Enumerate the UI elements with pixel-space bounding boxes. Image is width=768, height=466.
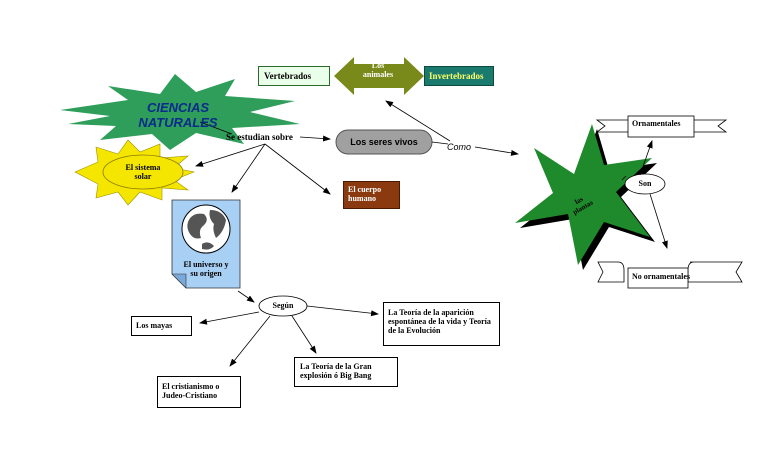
no-ornamentales-ribbon — [597, 261, 743, 289]
sistema-solar-label: El sistema solar — [125, 163, 161, 181]
ornamentales-ribbon — [595, 115, 728, 138]
no-ornamentales-label: No ornamentales — [632, 272, 690, 281]
vertebrados-box: Vertebrados — [258, 66, 330, 86]
title-starburst — [60, 74, 300, 150]
cuerpo-humano-box: El cuerpo humano — [343, 181, 400, 209]
son-label: Son — [638, 179, 652, 188]
animales-double-arrow — [334, 57, 424, 95]
title-text: CIENCIAS NATURALES — [138, 100, 218, 130]
se-estudian-label: Se estudian sobre — [226, 132, 293, 142]
universo-document — [171, 199, 241, 289]
cristianismo-box: El cristianismo o Judeo-Cristiano — [157, 376, 241, 408]
connector-arrows — [195, 100, 668, 367]
sun-shape — [74, 139, 196, 206]
son-node-shape — [624, 173, 666, 195]
aparicion-box: La Teoría de la aparición espontánea de … — [383, 302, 500, 346]
ornamentales-label: Ornamentales — [632, 119, 681, 128]
plant-shape — [515, 124, 657, 270]
mayas-box: Los mayas — [131, 316, 192, 336]
globe-icon — [181, 204, 231, 254]
universo-label: El universo y su origen — [183, 260, 229, 278]
gran-explosion-box: La Teoría de la Gran explosión ó Big Ban… — [294, 357, 398, 387]
invertebrados-box: Invertebrados — [424, 66, 494, 86]
como-label: Como — [447, 142, 472, 152]
seres-vivos-label: Los seres vivos — [350, 137, 418, 147]
segun-label: Según — [272, 301, 294, 310]
animales-label: Los animales — [362, 61, 394, 79]
